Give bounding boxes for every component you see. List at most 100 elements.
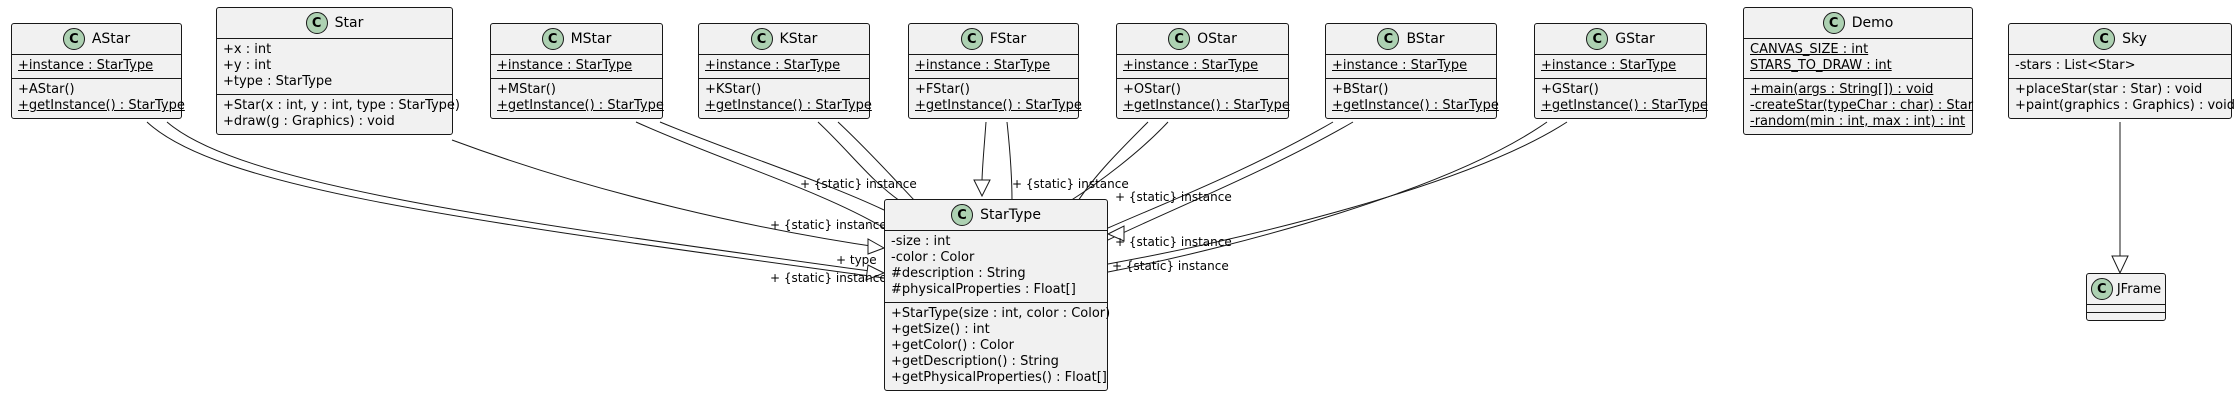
edge-mstar-startype-b	[659, 121, 885, 211]
class-name: Sky	[2122, 31, 2147, 47]
class-gstar[interactable]: C GStar +instance : StarType +GStar()+get…	[1534, 23, 1708, 119]
fields-section: +instance : StarType	[1535, 54, 1706, 78]
edge-astar-startype	[166, 121, 885, 274]
edge-bstar-startype-b	[1107, 121, 1334, 229]
edge-star-startype	[451, 139, 885, 249]
edge-label-gstar: + {static} instance	[1112, 259, 1229, 273]
fields-section: +x : int+y : int+type : StarType	[217, 38, 452, 94]
fields-section: -stars : List<Star>	[2009, 54, 2231, 78]
method-row: +draw(g : Graphics) : void	[223, 114, 395, 129]
field-row: +instance : StarType	[497, 58, 633, 73]
field-row: +x : int	[223, 42, 272, 57]
class-sky[interactable]: C Sky -stars : List<Star> +placeStar(star…	[2008, 23, 2235, 119]
methods-section	[2087, 312, 2165, 320]
method-row: +GStar()	[1541, 82, 1599, 97]
edge-mstar-startype	[635, 121, 885, 229]
methods-section: +main(args : String[]) : void-createStar…	[1744, 78, 1973, 134]
edge-label-star: + type	[836, 253, 877, 267]
method-row: +MStar()	[497, 82, 556, 97]
class-header: C Sky	[2009, 24, 2231, 54]
fields-section: +instance : StarType	[1117, 54, 1288, 78]
edge-label-mstar: + {static} instance	[770, 218, 887, 232]
class-name: AStar	[91, 31, 131, 47]
method-row: +StarType(size : int, color : Color)	[891, 306, 1111, 321]
method-row: +AStar()	[18, 82, 75, 97]
fields-section: +instance : StarType	[12, 54, 181, 78]
edge-label-astar: + {static} instance	[770, 271, 887, 285]
field-row: CANVAS_SIZE : int	[1750, 42, 1869, 57]
arrow-startype-left-2	[867, 238, 886, 255]
class-c-icon: C	[62, 28, 85, 50]
fields-section: +instance : StarType	[491, 54, 662, 78]
method-row: +getInstance() : StarType	[915, 98, 1082, 113]
edge-bstar-startype	[1107, 121, 1354, 241]
fields-section: +instance : StarType	[909, 54, 1078, 78]
methods-section: +AStar()+getInstance() : StarType	[12, 78, 185, 118]
class-c-icon: C	[1586, 28, 1609, 50]
class-c-icon: C	[2090, 278, 2113, 300]
method-row: +getDescription() : String	[891, 354, 1059, 369]
method-row: +FStar()	[915, 82, 970, 97]
class-name: Star	[334, 15, 364, 31]
method-row: +Star(x : int, y : int, type : StarType)	[223, 98, 461, 113]
fields-section: +instance : StarType	[699, 54, 869, 78]
edge-label-kstar: + {static} instance	[800, 177, 917, 191]
arrow-startype-left-1	[865, 264, 886, 281]
method-row: +getColor() : Color	[891, 338, 1014, 353]
method-row: +getInstance() : StarType	[18, 98, 185, 113]
fields-section	[2087, 304, 2165, 312]
class-name: OStar	[1197, 31, 1237, 47]
field-row: #physicalProperties : Float[]	[891, 282, 1076, 297]
field-row: -stars : List<Star>	[2015, 58, 2136, 73]
class-header: C AStar	[12, 24, 181, 54]
methods-section: +BStar()+getInstance() : StarType	[1326, 78, 1499, 118]
method-row: +getInstance() : StarType	[1541, 98, 1708, 113]
edge-label-fstar: + {static} instance	[1012, 177, 1129, 191]
method-row: +main(args : String[]) : void	[1750, 82, 1934, 97]
class-name: BStar	[1406, 31, 1445, 47]
method-row: -random(min : int, max : int) : int	[1750, 114, 1966, 129]
class-header: C OStar	[1117, 24, 1288, 54]
field-row: #description : String	[891, 266, 1026, 281]
methods-section: +KStar()+getInstance() : StarType	[699, 78, 872, 118]
edge-gstar-startype-b	[1107, 121, 1548, 273]
method-row: +paint(graphics : Graphics) : void	[2015, 98, 2235, 113]
method-row: +getInstance() : StarType	[1123, 98, 1290, 113]
methods-section: +GStar()+getInstance() : StarType	[1535, 78, 1708, 118]
class-c-icon: C	[2093, 28, 2116, 50]
method-row: +KStar()	[705, 82, 762, 97]
method-row: +getInstance() : StarType	[705, 98, 872, 113]
edge-ostar-startype	[1069, 121, 1169, 202]
class-c-icon: C	[1168, 28, 1191, 50]
methods-section: +placeStar(star : Star) : void+paint(gra…	[2009, 78, 2235, 118]
class-name: KStar	[779, 31, 818, 47]
method-row: +placeStar(star : Star) : void	[2015, 82, 2203, 97]
edge-label-bstar: + {static} instance	[1115, 235, 1232, 249]
edge-astar-startype-b	[146, 121, 885, 279]
methods-section: +Star(x : int, y : int, type : StarType)…	[217, 94, 461, 134]
class-astar[interactable]: C AStar +instance : StarType +AStar()+get…	[11, 23, 185, 119]
fields-section: -size : int-color : Color#description : …	[885, 230, 1107, 302]
field-row: +instance : StarType	[915, 58, 1051, 73]
methods-section: +MStar()+getInstance() : StarType	[491, 78, 664, 118]
class-name: GStar	[1615, 31, 1655, 47]
class-name: StarType	[980, 207, 1041, 223]
